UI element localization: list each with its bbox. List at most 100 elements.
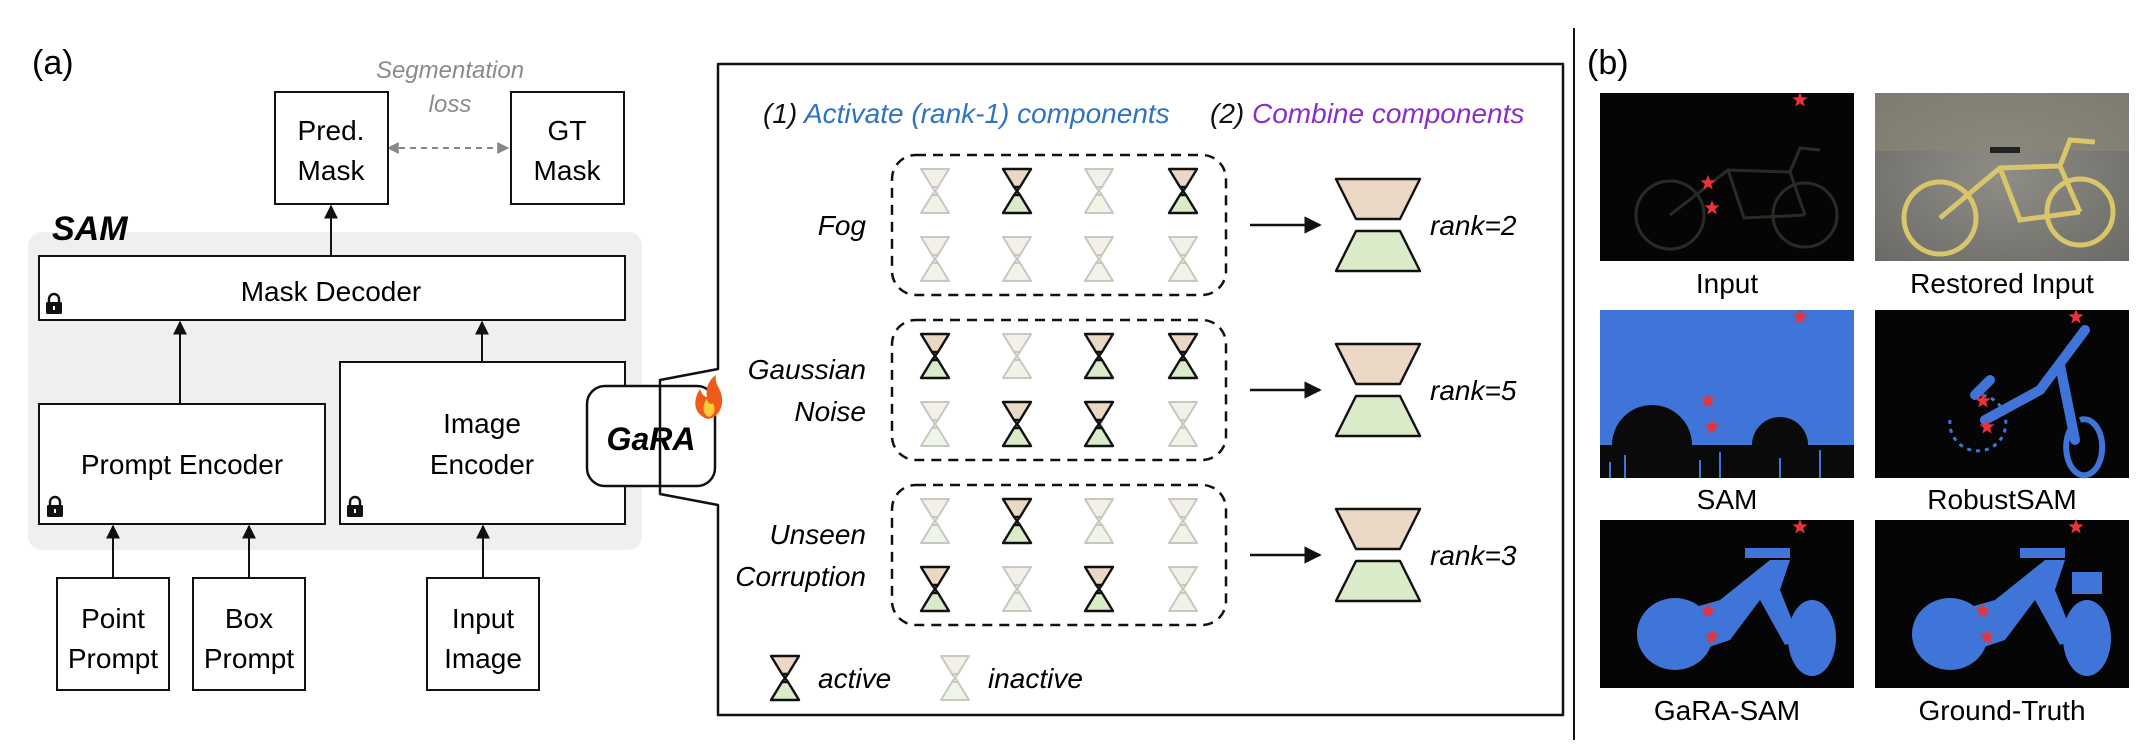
inactive-component-icon	[920, 498, 950, 544]
active-component-icon	[919, 565, 951, 613]
gara-detail-panel	[658, 62, 1565, 717]
pred-mask-label-2: Mask	[298, 155, 366, 186]
image-encoder-box	[339, 361, 626, 525]
input-image-label-2: Image	[444, 643, 522, 674]
prompt-encoder-label: Prompt Encoder	[81, 449, 283, 480]
active-component-icon	[919, 332, 951, 380]
result-caption-gara-sam: GaRA-SAM	[1654, 695, 1800, 726]
active-component-icon	[1001, 167, 1033, 215]
corruption-label: Corruption	[735, 561, 866, 592]
corruption-row: Fog rank=2	[818, 153, 1517, 297]
result-image-sam	[1600, 310, 1854, 478]
box-prompt-label-1: Box	[225, 603, 273, 634]
inactive-component-icon	[920, 236, 950, 282]
combined-adapter-icon	[1334, 342, 1422, 438]
legend-active-hourglass-icon	[769, 654, 801, 702]
panel-b-label: (b)	[1587, 44, 1629, 82]
pred-mask-box	[274, 91, 389, 205]
step2-heading: (2) Combine components	[1210, 98, 1524, 129]
prompt-point-star-icon	[1975, 393, 1991, 408]
mask-decoder-box	[38, 255, 626, 321]
gara-box	[585, 384, 717, 488]
result-caption-robustsam: RobustSAM	[1927, 484, 2076, 515]
inactive-component-icon	[1168, 498, 1198, 544]
prompt-point-star-icon	[1979, 419, 1995, 434]
box-prompt-label-2: Prompt	[204, 643, 294, 674]
prompt-point-star-icon	[1979, 629, 1995, 644]
legend: active inactive	[769, 654, 1083, 702]
legend-inactive-glyph	[940, 655, 970, 701]
legend-active-label: active	[818, 663, 891, 694]
result-image-restored	[1875, 93, 2129, 261]
component-group-box	[890, 318, 1228, 462]
active-component-icon	[1167, 332, 1199, 380]
prompt-point-star-icon	[1704, 629, 1720, 644]
component-group-box	[890, 153, 1228, 297]
result-caption-ground-truth: Ground-Truth	[1918, 695, 2085, 726]
active-component-icon	[1083, 332, 1115, 380]
seg-loss-label-2: loss	[429, 91, 472, 118]
point-prompt-label-2: Prompt	[68, 643, 158, 674]
legend-inactive-label: inactive	[988, 663, 1083, 694]
inactive-component-icon	[1002, 236, 1032, 282]
result-caption-sam: SAM	[1697, 484, 1758, 515]
point-prompt-box	[56, 577, 170, 691]
inactive-component-icon	[1168, 236, 1198, 282]
result-image-input	[1600, 93, 1854, 261]
input-image-label-1: Input	[452, 603, 514, 634]
gara-label: GaRA	[607, 421, 696, 457]
prompt-point-star-icon	[1792, 309, 1808, 324]
input-image-box	[426, 577, 540, 691]
active-component-icon	[1083, 565, 1115, 613]
fire-icon	[695, 375, 723, 419]
point-prompt-label-1: Point	[81, 603, 145, 634]
corruption-label: Gaussian	[748, 354, 866, 385]
active-component-icon	[1083, 400, 1115, 448]
prompt-point-star-icon	[1792, 519, 1808, 534]
panel-a-label: (a)	[32, 44, 74, 82]
prompt-points	[1700, 92, 2084, 644]
rank-label: rank=5	[1430, 375, 1517, 406]
inactive-component-icon	[1084, 236, 1114, 282]
component-group-box	[890, 483, 1228, 627]
corruption-label: Fog	[818, 210, 867, 241]
inactive-component-icon	[1084, 168, 1114, 214]
legend-active-glyph	[769, 654, 801, 702]
inactive-component-icon	[1002, 566, 1032, 612]
image-encoder-label-2: Encoder	[430, 449, 534, 480]
legend-inactive-hourglass-icon	[940, 655, 970, 701]
inactive-component-icon	[1168, 401, 1198, 447]
corruption-label: Noise	[794, 396, 866, 427]
sam-title: SAM	[52, 210, 128, 248]
result-image-ground-truth	[1875, 520, 2129, 688]
seg-loss-label: Segmentation	[376, 57, 524, 84]
active-component-icon	[1167, 167, 1199, 215]
result-caption-input: Input	[1696, 268, 1758, 299]
prompt-point-star-icon	[1700, 175, 1716, 190]
result-image-gara-sam	[1600, 520, 1854, 688]
prompt-point-star-icon	[2068, 519, 2084, 534]
combined-adapter-icon	[1334, 507, 1422, 603]
gt-mask-label-1: GT	[548, 115, 587, 146]
inactive-component-icon	[1168, 566, 1198, 612]
step1-heading: (1) Activate (rank-1) components	[763, 98, 1170, 129]
prompt-point-star-icon	[1700, 393, 1716, 408]
prompt-point-star-icon	[1975, 603, 1991, 618]
rank-label: rank=2	[1430, 210, 1517, 241]
gt-mask-label-2: Mask	[534, 155, 602, 186]
mask-decoder-label: Mask Decoder	[241, 276, 422, 307]
prompt-point-star-icon	[1792, 92, 1808, 107]
prompt-point-star-icon	[1704, 419, 1720, 434]
gt-mask-box	[510, 91, 625, 205]
inactive-component-icon	[1084, 498, 1114, 544]
active-component-icon	[1001, 400, 1033, 448]
prompt-encoder-box	[38, 403, 326, 525]
pred-mask-label-1: Pred.	[298, 115, 365, 146]
active-component-icon	[1001, 497, 1033, 545]
combined-adapter-icon	[1334, 177, 1422, 273]
inactive-component-icon	[920, 401, 950, 447]
